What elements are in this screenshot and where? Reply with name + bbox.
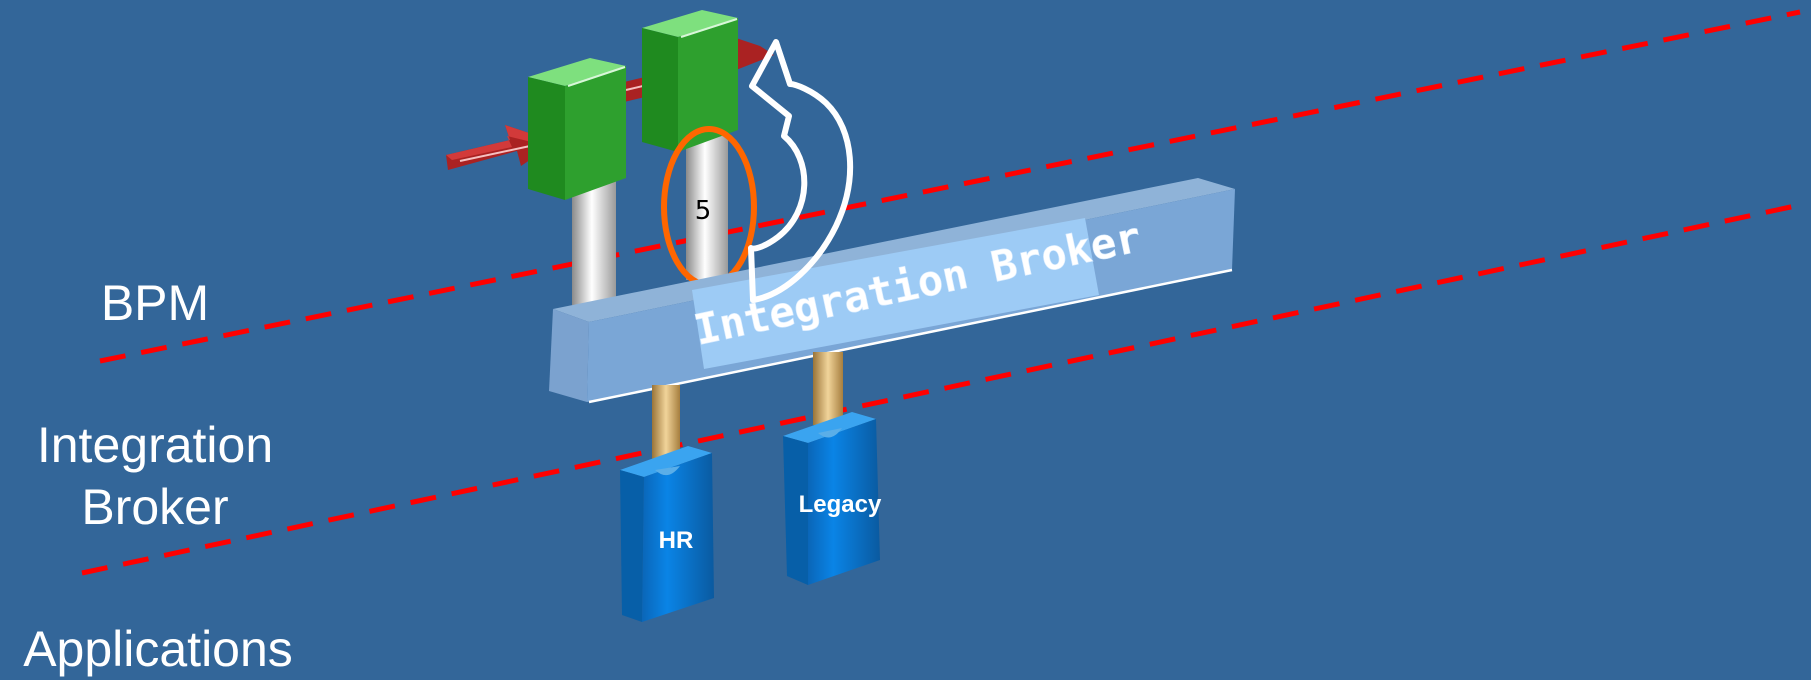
integration-label-line1: Integration: [36, 417, 274, 473]
loop-arrow-icon: [748, 39, 854, 303]
legacy-app-label: Legacy: [799, 491, 882, 518]
integration-broker-layer-label: Integration Broker: [20, 414, 290, 538]
process-step-1: [528, 58, 626, 305]
process-1-stem: [572, 180, 616, 305]
legacy-app-box: Legacy: [783, 412, 882, 585]
legacy-connector: [813, 352, 843, 425]
integration-broker-bar: Integration Broker: [549, 178, 1235, 404]
bpm-divider-line: [99, 9, 1801, 364]
hr-app-label: HR: [659, 527, 694, 554]
outgoing-arrow-icon: [736, 38, 774, 70]
broker-label-panel: [692, 218, 1099, 369]
integration-label-line2: Broker: [81, 479, 229, 535]
step-number: 5: [695, 196, 712, 226]
bpm-layer-label: BPM: [100, 275, 210, 331]
process-2-stem: [686, 130, 728, 280]
applications-layer-label: Applications: [23, 621, 293, 677]
hr-app-box: HR: [620, 446, 714, 622]
process-step-2: [642, 10, 738, 280]
